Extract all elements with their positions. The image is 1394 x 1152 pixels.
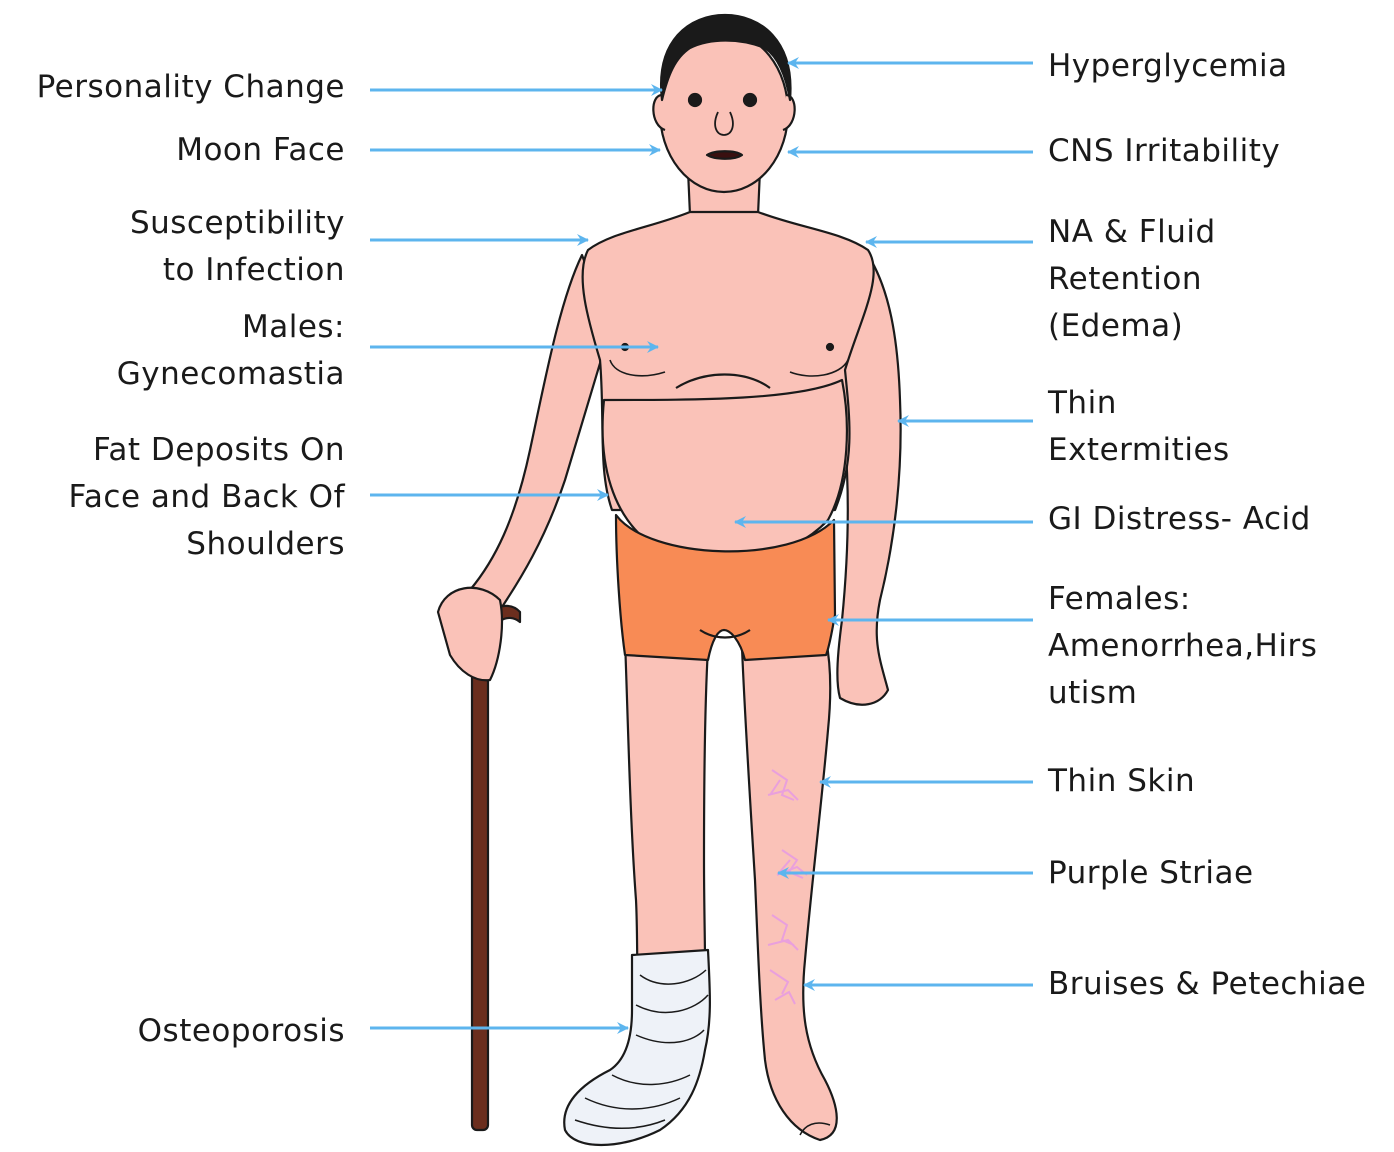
label-cns-irritability: CNS Irritability: [1048, 128, 1393, 175]
mouth: [707, 151, 742, 159]
leg-cast: [564, 950, 710, 1145]
eye-left: [689, 94, 701, 106]
label-purple-striae: Purple Striae: [1048, 850, 1393, 897]
human-body: [438, 15, 901, 1145]
label-osteoporosis: Osteoporosis: [0, 1008, 345, 1055]
label-fluid-retention: NA & Fluid Retention (Edema): [1048, 209, 1393, 350]
label-gi-distress: GI Distress- Acid: [1048, 496, 1393, 543]
right-leg: [742, 640, 837, 1140]
eye-right: [744, 94, 756, 106]
label-thin-skin: Thin Skin: [1048, 758, 1393, 805]
label-bruises: Bruises & Petechiae: [1048, 961, 1393, 1008]
label-hyperglycemia: Hyperglycemia: [1048, 43, 1393, 90]
label-females: Females: Amenorrhea,Hirs utism: [1048, 576, 1393, 717]
label-moon-face: Moon Face: [0, 127, 345, 174]
label-infection: Susceptibility to Infection: [0, 200, 345, 294]
label-gynecomastia: Males: Gynecomastia: [0, 304, 345, 398]
label-personality-change: Personality Change: [0, 64, 345, 111]
nipple-right: [827, 344, 833, 350]
cane: [472, 640, 488, 1130]
label-thin-extremities: Thin Extermities: [1048, 380, 1393, 474]
label-fat-deposits: Fat Deposits On Face and Back Of Shoulde…: [0, 427, 345, 568]
hand: [438, 588, 502, 680]
